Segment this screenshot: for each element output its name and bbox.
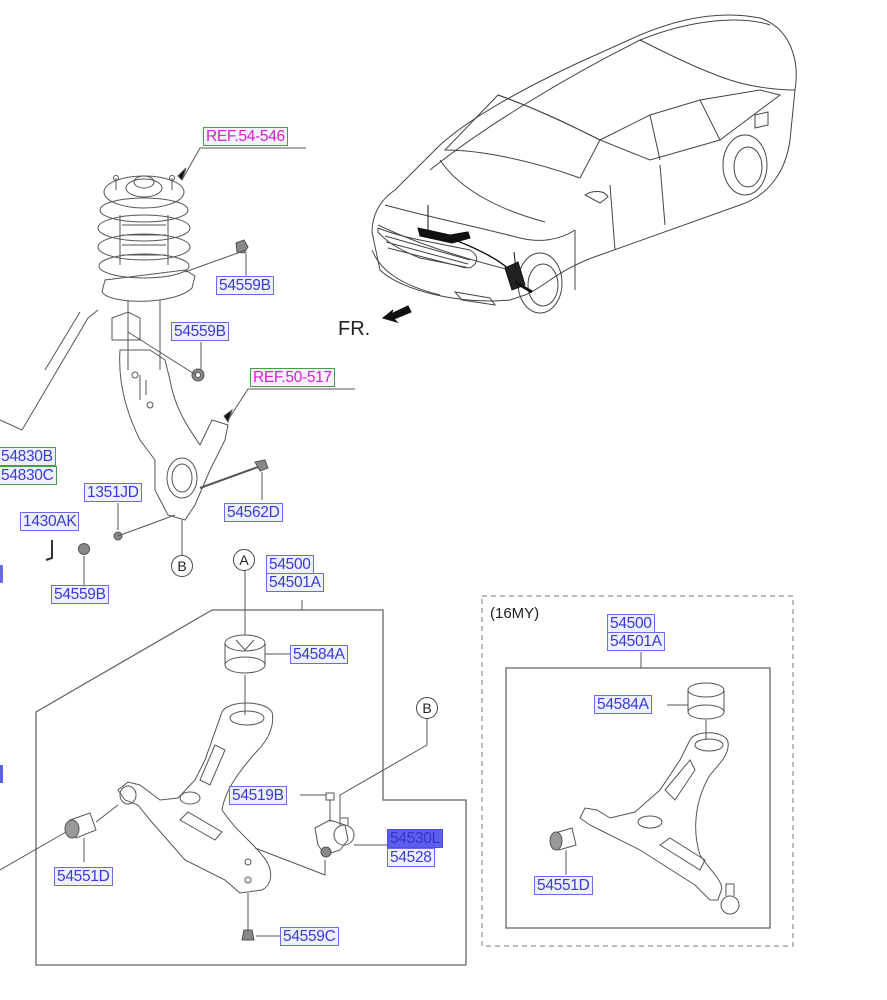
front-direction-label: FR. — [338, 318, 371, 340]
cropped-label-fragment — [0, 765, 3, 783]
part-label-54559b-mid[interactable]: 54559B — [171, 322, 229, 341]
part-label-54528[interactable]: 54528 — [387, 848, 435, 867]
part-label-54519b[interactable]: 54519B — [229, 786, 287, 805]
callout-b-balljoint: B — [416, 697, 438, 719]
part-label-54830c[interactable]: 54830C — [0, 466, 57, 485]
part-label-1430ak[interactable]: 1430AK — [20, 512, 80, 531]
part-label-54551d[interactable]: 54551D — [54, 867, 113, 886]
alt-part-label-54584a[interactable]: 54584A — [594, 695, 652, 714]
part-label-54501a[interactable]: 54501A — [266, 573, 324, 592]
front-direction-arrow — [381, 305, 412, 324]
part-label-54830b[interactable]: 54830B — [0, 447, 56, 466]
part-label-54559b-low[interactable]: 54559B — [51, 585, 109, 604]
variant-label-16my: (16MY) — [490, 605, 540, 622]
part-label-1351jd[interactable]: 1351JD — [84, 483, 142, 502]
lower-arm-16my — [481, 595, 794, 947]
part-label-54530l-selected[interactable]: 54530L — [387, 829, 443, 848]
part-label-54584a[interactable]: 54584A — [290, 645, 348, 664]
alt-part-label-54551d[interactable]: 54551D — [534, 876, 593, 895]
leader-lines-strut — [0, 147, 355, 585]
part-label-54500[interactable]: 54500 — [266, 555, 314, 574]
callout-a: A — [233, 549, 255, 571]
lower-arm-main — [0, 570, 467, 966]
cropped-label-fragment — [0, 565, 3, 583]
strut-assembly — [45, 175, 269, 561]
part-label-54562d[interactable]: 54562D — [224, 503, 283, 522]
alt-part-label-54501a[interactable]: 54501A — [607, 632, 665, 651]
car-illustration — [371, 14, 797, 314]
part-label-54559b-top[interactable]: 54559B — [216, 276, 274, 295]
reference-label-54-546[interactable]: REF.54-546 — [203, 127, 288, 146]
reference-label-50-517[interactable]: REF.50-517 — [250, 368, 335, 387]
alt-part-label-54500[interactable]: 54500 — [607, 614, 655, 633]
callout-b-knuckle: B — [171, 555, 193, 577]
part-label-54559c[interactable]: 54559C — [280, 927, 339, 946]
